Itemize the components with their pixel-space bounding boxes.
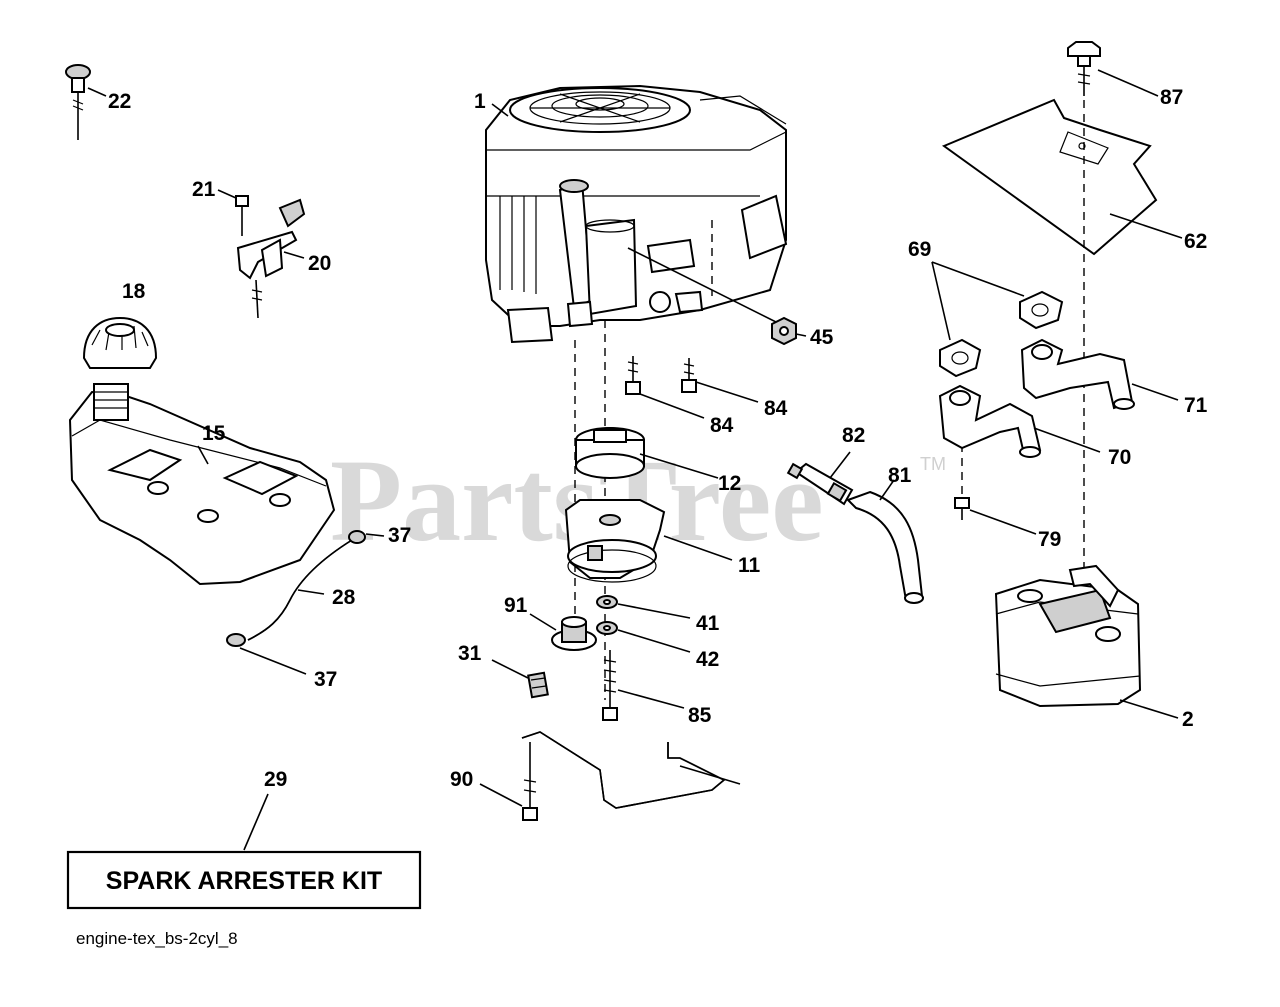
callout-41: 41 bbox=[696, 612, 720, 635]
muffler-icon bbox=[994, 564, 1142, 708]
exhaust-pipe-icon bbox=[938, 338, 1135, 458]
callout-37-upper: 37 bbox=[388, 524, 411, 547]
fuel-filter-icon bbox=[786, 462, 854, 506]
callout-2: 2 bbox=[1182, 708, 1194, 731]
callout-22: 22 bbox=[108, 90, 131, 113]
throttle-bracket-icon bbox=[236, 198, 306, 319]
callout-82: 82 bbox=[842, 424, 865, 447]
callout-15: 15 bbox=[202, 422, 226, 445]
bolt-icon bbox=[602, 650, 618, 721]
callout-18: 18 bbox=[122, 280, 146, 303]
callout-81: 81 bbox=[888, 464, 912, 487]
bracket-rod-icon bbox=[521, 731, 741, 809]
callout-71: 71 bbox=[1184, 394, 1208, 417]
callout-11: 11 bbox=[738, 554, 761, 577]
fuel-tank-icon bbox=[68, 383, 336, 586]
engine-icon bbox=[485, 84, 788, 344]
callout-79: 79 bbox=[1038, 528, 1061, 551]
dipstick-cap-icon bbox=[65, 64, 91, 140]
watermark-trademark: TM bbox=[920, 454, 946, 474]
drawing-id: engine-tex_bs-2cyl_8 bbox=[76, 929, 238, 948]
callout-84-right: 84 bbox=[764, 397, 788, 420]
callout-70: 70 bbox=[1108, 446, 1131, 469]
callout-31: 31 bbox=[458, 642, 482, 665]
callout-87: 87 bbox=[1160, 86, 1183, 109]
nut-icon bbox=[771, 316, 797, 346]
fuel-hose-icon bbox=[247, 539, 353, 641]
bolt-icon bbox=[235, 195, 249, 236]
callout-69: 69 bbox=[908, 238, 931, 261]
callout-12: 12 bbox=[718, 472, 741, 495]
callout-90: 90 bbox=[450, 768, 473, 791]
pulley-icon bbox=[575, 427, 645, 479]
fitting-icon bbox=[527, 671, 549, 699]
fuel-hose-icon bbox=[846, 490, 924, 604]
bolt-icon bbox=[954, 497, 970, 520]
bolt-icon bbox=[522, 742, 538, 821]
callout-29: 29 bbox=[264, 768, 287, 791]
callout-28: 28 bbox=[332, 586, 356, 609]
spacer-icon bbox=[551, 616, 597, 651]
washer-icon bbox=[596, 595, 618, 635]
fuel-cap-icon bbox=[82, 316, 158, 369]
kit-label: SPARK ARRESTER KIT bbox=[106, 867, 382, 895]
bolt-icon bbox=[1067, 41, 1101, 96]
callout-1: 1 bbox=[474, 90, 486, 113]
callout-20: 20 bbox=[308, 252, 331, 275]
callout-45: 45 bbox=[810, 326, 834, 349]
callout-37-lower: 37 bbox=[314, 668, 337, 691]
hose-clamp-icon bbox=[226, 530, 366, 647]
callout-42: 42 bbox=[696, 648, 719, 671]
heat-shield-icon bbox=[941, 98, 1158, 256]
spark-arrester-kit-box: SPARK ARRESTER KIT bbox=[66, 850, 422, 910]
gasket-icon bbox=[939, 290, 1064, 378]
clutch-icon bbox=[564, 499, 666, 583]
callout-21: 21 bbox=[192, 178, 216, 201]
callout-84-left: 84 bbox=[710, 414, 734, 437]
callout-62: 62 bbox=[1184, 230, 1207, 253]
callout-85: 85 bbox=[688, 704, 712, 727]
callout-91: 91 bbox=[504, 594, 528, 617]
bolt-icon bbox=[625, 356, 697, 395]
